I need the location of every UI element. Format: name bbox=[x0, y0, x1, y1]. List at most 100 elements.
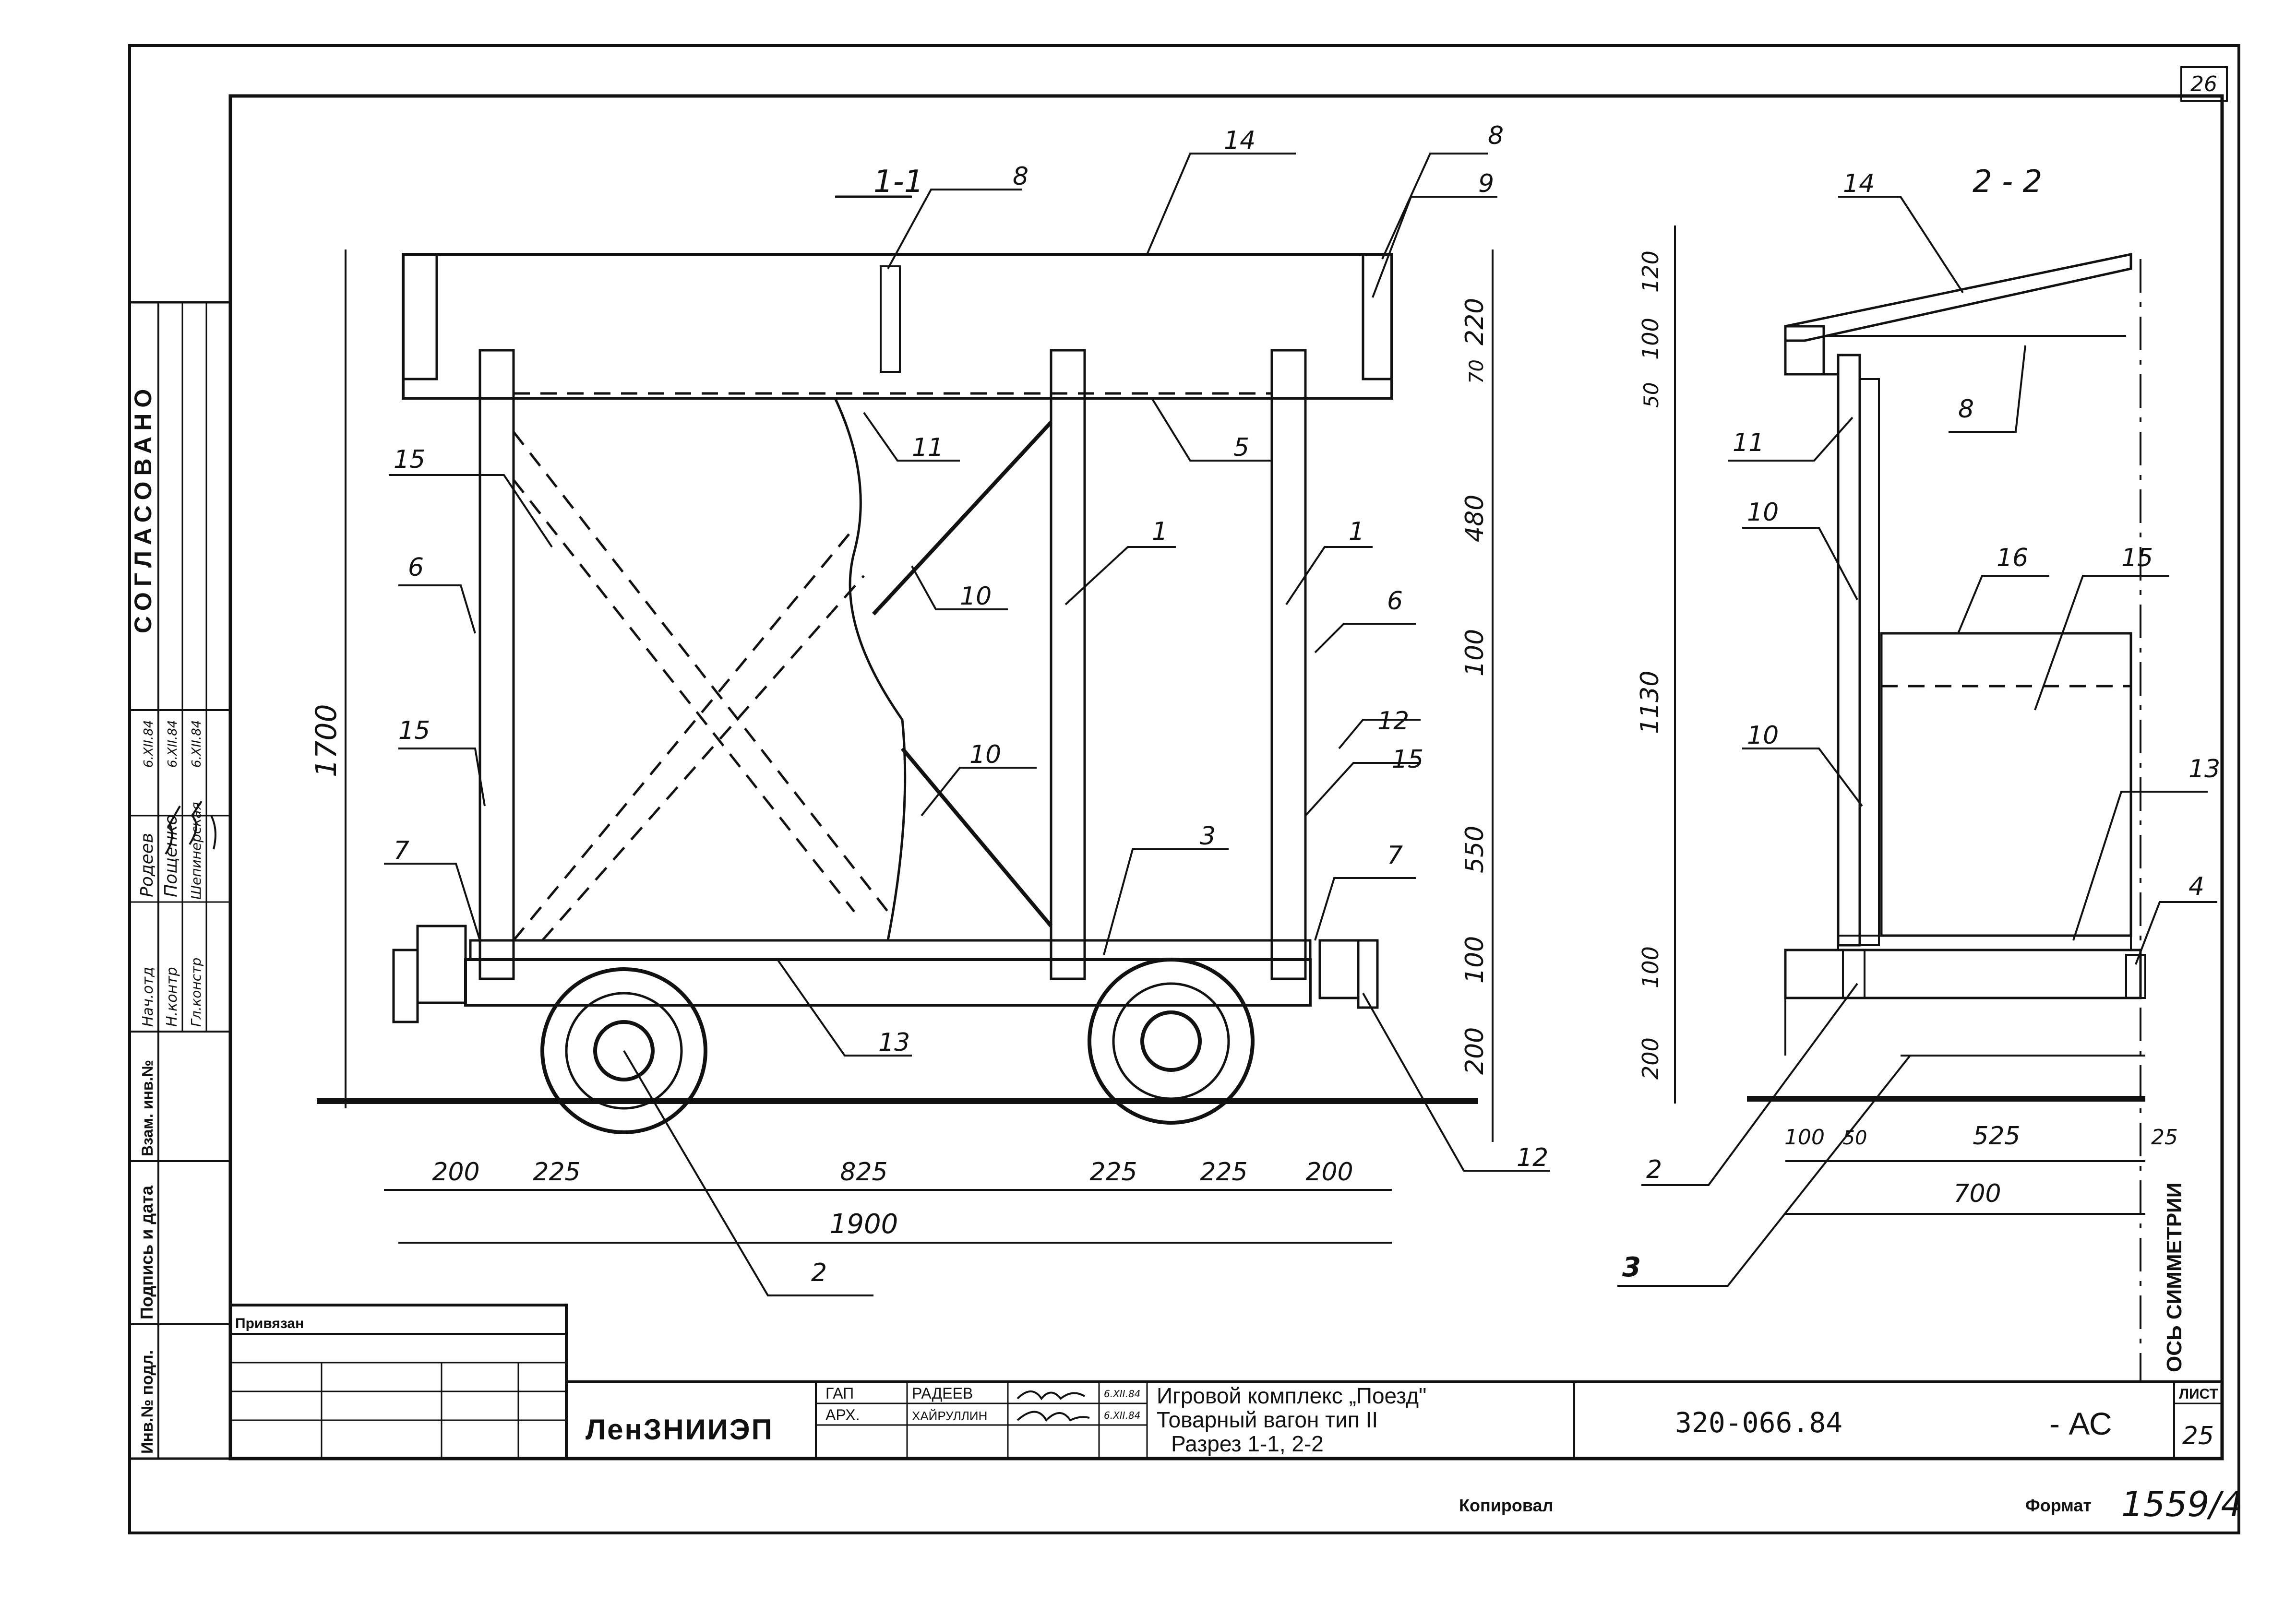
privyazan-label: Привязан bbox=[235, 1316, 304, 1331]
strip-role-1: Нач.отд bbox=[140, 967, 156, 1027]
strip-inv: Инв.№ подл. bbox=[138, 1350, 156, 1454]
format-value: 1559/4 bbox=[2121, 1484, 2243, 1524]
dim-2-h700: 700 bbox=[1953, 1179, 2001, 1208]
callouts-2-2: 14 8 11 10 16 15 10 13 4 2 3 bbox=[1617, 169, 2220, 1287]
dim-2-h100: 100 bbox=[1784, 1125, 1825, 1150]
callout-15a: 15 bbox=[394, 445, 425, 474]
callout2-15: 15 bbox=[2121, 544, 2153, 572]
dim-2-50: 50 bbox=[1639, 382, 1663, 408]
callout-13: 13 bbox=[878, 1028, 910, 1057]
callout-6a: 6 bbox=[408, 553, 424, 582]
buffer-left bbox=[392, 949, 419, 1023]
dim-v-1700: 1700 bbox=[310, 704, 343, 777]
strip-role-2: Н.контр bbox=[164, 967, 180, 1027]
wheel-left bbox=[540, 967, 707, 1134]
callout2-4: 4 bbox=[2188, 872, 2204, 901]
buffer-right bbox=[1318, 939, 1360, 999]
format-label: Формат bbox=[2025, 1496, 2092, 1515]
dim-v-100: 100 bbox=[1460, 629, 1489, 677]
strip-vzam: Взам. инв.№ bbox=[139, 1060, 156, 1156]
title-line-3: Разрез 1-1, 2-2 bbox=[1171, 1431, 1324, 1456]
dim-h-225c: 225 bbox=[1200, 1158, 1247, 1187]
callout-1a: 1 bbox=[1152, 517, 1168, 546]
dim-v-220: 220 bbox=[1460, 298, 1489, 345]
callout-7b: 7 bbox=[1387, 841, 1403, 870]
dim-v-480: 480 bbox=[1460, 495, 1489, 542]
callout-11: 11 bbox=[912, 433, 944, 462]
dim-2-100b: 100 bbox=[1638, 946, 1663, 988]
name-gap: РАДЕЕВ bbox=[912, 1385, 973, 1402]
frame-section bbox=[1784, 949, 2142, 999]
callout-14: 14 bbox=[1224, 126, 1256, 155]
dim-h-225a: 225 bbox=[533, 1158, 580, 1187]
strip-role-3: Гл.констр bbox=[188, 958, 204, 1027]
wall-panel bbox=[1880, 632, 2132, 937]
callout-1b: 1 bbox=[1349, 517, 1364, 546]
copied-label: Копировал bbox=[1459, 1496, 1553, 1515]
title-line-2: Товарный вагон тип II bbox=[1157, 1407, 1378, 1432]
dim-v-100b: 100 bbox=[1460, 936, 1489, 984]
callout2-8: 8 bbox=[1958, 395, 1974, 424]
strip-name-1: Родеев bbox=[137, 833, 157, 897]
dim-h-825: 825 bbox=[840, 1158, 887, 1187]
post-mid bbox=[1050, 349, 1086, 980]
corner-number: 26 bbox=[2190, 72, 2217, 96]
org-name: ЛенЗНИИЭП bbox=[586, 1413, 774, 1446]
callout-8b: 8 bbox=[1488, 121, 1504, 150]
side-wall bbox=[1837, 354, 1861, 947]
doc-suffix: - АС bbox=[2049, 1406, 2112, 1441]
callout2-13: 13 bbox=[2188, 755, 2220, 784]
callout-10a: 10 bbox=[960, 582, 992, 611]
strip-date-1: 6.XII.84 bbox=[142, 720, 156, 768]
doc-code: 320-066.84 bbox=[1675, 1406, 1842, 1439]
post-left bbox=[478, 349, 515, 980]
dim-h-200a: 200 bbox=[432, 1158, 479, 1187]
sheet-number: 25 bbox=[2182, 1422, 2214, 1450]
dim-2-120: 120 bbox=[1638, 250, 1663, 293]
dim-v-70: 70 bbox=[1466, 359, 1488, 384]
callout-12b: 12 bbox=[1517, 1143, 1548, 1172]
date-gap: 6.XII.84 bbox=[1104, 1388, 1140, 1400]
strip-date-3: 6.XII.84 bbox=[190, 720, 204, 768]
callout2-10a: 10 bbox=[1747, 498, 1779, 527]
callout2-10b: 10 bbox=[1747, 721, 1779, 750]
callout-2: 2 bbox=[811, 1259, 827, 1287]
wall-boards bbox=[478, 397, 907, 942]
callout-8a: 8 bbox=[1013, 162, 1028, 191]
dim-2-h525: 525 bbox=[1973, 1122, 2020, 1151]
dim-2-1130: 1130 bbox=[1636, 671, 1664, 734]
left-agreement-strip: СОГЛАСОВАНО Нач.отд Н.контр Гл.констр Ро… bbox=[128, 301, 232, 1460]
dim-h-225b: 225 bbox=[1089, 1158, 1137, 1187]
strip-signatures bbox=[165, 800, 216, 855]
dim-2-h25: 25 bbox=[2151, 1125, 2178, 1150]
title-signatures bbox=[1016, 1390, 1090, 1422]
callout-15b: 15 bbox=[398, 716, 430, 745]
callout-10b: 10 bbox=[969, 740, 1001, 769]
strip-name-3: Шепинерская bbox=[188, 802, 204, 900]
dim-2-100a: 100 bbox=[1638, 318, 1663, 360]
title-block: Привязан ЛенЗНИИЭП ГАП АРХ. РАДЕЕВ ХАЙРУ… bbox=[229, 1304, 2224, 1460]
callout2-14: 14 bbox=[1843, 169, 1875, 198]
callout2-16: 16 bbox=[1997, 544, 2028, 572]
callout2-3: 3 bbox=[1622, 1252, 1641, 1283]
date-arch: 6.XII.84 bbox=[1104, 1410, 1140, 1421]
agreed-label: СОГЛАСОВАНО bbox=[130, 383, 156, 633]
outer-frame: 26 bbox=[128, 44, 2240, 1534]
symmetry-axis-label: ОСЬ СИММЕТРИИ bbox=[2163, 1183, 2186, 1372]
dim-2-h50: 50 bbox=[1843, 1127, 1867, 1149]
callout-9: 9 bbox=[1478, 169, 1494, 198]
section-1-1-label: 1-1 bbox=[873, 164, 924, 200]
section-2-2-label: 2 - 2 bbox=[1973, 164, 2042, 200]
strip-podpis: Подпись и дата bbox=[137, 1185, 156, 1319]
role-gap: ГАП bbox=[825, 1385, 854, 1402]
name-arch: ХАЙРУЛЛИН bbox=[912, 1409, 987, 1423]
callout-3: 3 bbox=[1200, 822, 1216, 851]
dim-2-200: 200 bbox=[1638, 1037, 1663, 1080]
callout-12a: 12 bbox=[1377, 707, 1409, 736]
callouts-1-1: 8 14 8 9 11 5 10 10 1 1 15 6 6 bbox=[384, 121, 1550, 1296]
wheel-right bbox=[1088, 958, 1255, 1125]
callout2-2: 2 bbox=[1646, 1155, 1662, 1184]
callout-5: 5 bbox=[1233, 433, 1249, 462]
roof bbox=[402, 253, 1393, 400]
